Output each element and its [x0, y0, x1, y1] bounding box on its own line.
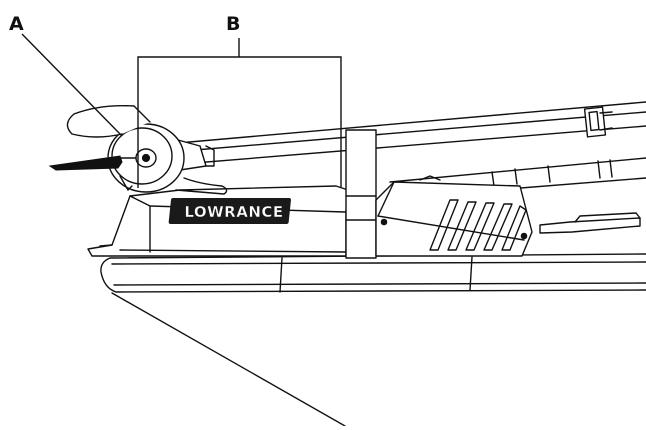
callout-label-a: A: [9, 13, 24, 35]
propeller-blade-upper: [66, 104, 151, 138]
brand-logo-plate: LOWRANCE: [168, 198, 291, 224]
vent-slot: [501, 205, 527, 251]
vent-slot: [447, 201, 477, 251]
vent-slot: [483, 203, 513, 251]
leader-line-bottom: [111, 292, 346, 427]
shaft-upper: [177, 101, 646, 165]
mount-strap: [345, 129, 377, 259]
latch-housing: [375, 175, 533, 257]
vent-slot: [429, 199, 459, 251]
pivot-head: [107, 117, 215, 193]
boat-gunwale: [100, 253, 646, 293]
propeller-blade-dark: [48, 155, 123, 171]
vent-slot: [465, 202, 495, 251]
brand-logo-text: LOWRANCE: [184, 203, 283, 221]
propeller-blade-lower: [175, 177, 228, 195]
callout-label-b: B: [226, 13, 241, 35]
leader-line-a: [21, 33, 123, 137]
deck-bracket-right: [539, 212, 641, 234]
